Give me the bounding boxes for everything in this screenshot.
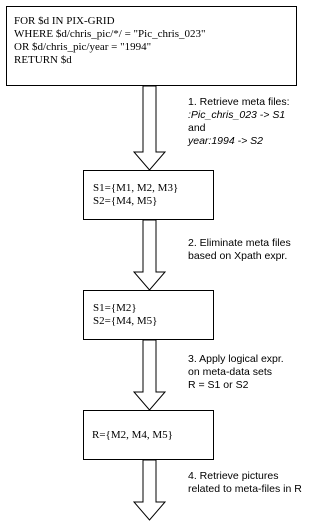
query-line: RETURN $d [14, 54, 72, 66]
step-line: based on Xpath expr. [188, 250, 288, 262]
set-line: S2={M4, M5} [93, 315, 158, 327]
set-box-2: S1={M2} S2={M4, M5} [83, 290, 214, 340]
set-line: S2={M4, M5} [93, 195, 158, 207]
query-box: FOR $d IN PIX-GRID WHERE $d/chris_pic/*/… [6, 6, 297, 86]
arrow-4 [132, 459, 167, 521]
step-line: 3. Apply logical expr. [188, 353, 284, 365]
set-line: S1={M1, M2, M3} [93, 182, 179, 194]
set-line: R={M2, M4, M5} [92, 429, 173, 441]
step-line: year:1994 -> S2 [188, 135, 264, 147]
step-1-label: 1. Retrieve meta files: :Pic_chris_023 -… [188, 96, 290, 148]
step-3-label: 3. Apply logical expr. on meta-data sets… [188, 353, 284, 392]
step-line: related to meta-files in R [188, 483, 302, 495]
query-line: FOR $d IN PIX-GRID [14, 15, 115, 27]
step-line: :Pic_chris_023 -> S1 [188, 109, 286, 121]
step-line: 4. Retrieve pictures [188, 470, 279, 482]
set-box-1: S1={M1, M2, M3} S2={M4, M5} [83, 170, 214, 220]
step-line: and [188, 122, 206, 134]
step-line: on meta-data sets [188, 366, 273, 378]
step-line: R = S1 or S2 [188, 379, 249, 391]
step-2-label: 2. Eliminate meta files based on Xpath e… [188, 237, 291, 263]
query-line: WHERE $d/chris_pic/*/ = "Pic_chris_023" [14, 28, 206, 40]
step-line: 2. Eliminate meta files [188, 237, 291, 249]
set-line: S1={M2} [93, 302, 137, 314]
arrow-1 [132, 85, 167, 171]
query-line: OR $d/chris_pic/year = "1994" [14, 41, 152, 53]
arrow-3 [132, 339, 167, 411]
step-4-label: 4. Retrieve pictures related to meta-fil… [188, 470, 302, 496]
step-line: 1. Retrieve meta files: [188, 96, 290, 108]
arrow-2 [132, 219, 167, 291]
result-box: R={M2, M4, M5} [83, 410, 214, 460]
